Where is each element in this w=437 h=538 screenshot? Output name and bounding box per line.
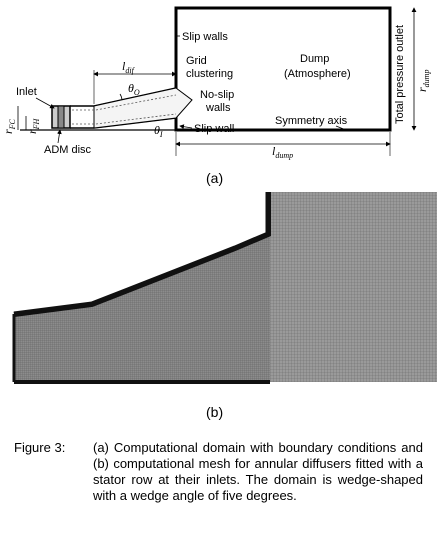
r-dump-label: rdump (415, 70, 431, 92)
r-fc-label: rFC (1, 118, 17, 134)
caption-lead: Figure 3: (14, 440, 66, 455)
theta-i-label: θI (154, 123, 163, 139)
label-slip-wall: Slip wall (194, 123, 234, 135)
l-dif-label: ldif (122, 59, 136, 75)
label-symmetry-axis: Symmetry axis (275, 115, 348, 127)
mesh-image (0, 192, 437, 384)
grid-clustering-dashes (72, 94, 177, 125)
caption-text: (a) Computational domain with boundary c… (93, 440, 423, 503)
theta-o-label: θO (128, 81, 140, 97)
mesh-wall-redraw (13, 192, 271, 317)
label-clustering: clustering (186, 68, 233, 80)
mesh-white-above (0, 192, 268, 312)
mesh-diffuser-region (14, 232, 270, 384)
label-walls: walls (205, 102, 231, 114)
domain-schematic: ldif θO θI rFC rFH Inlet ADM disc Slip w… (1, 6, 431, 160)
panel-b-label: (b) (206, 404, 224, 420)
panel-a-label: (a) (206, 170, 224, 186)
label-outlet: Total pressure outlet (394, 25, 406, 124)
l-dump-label: ldump (272, 144, 293, 160)
label-atmosphere: (Atmosphere) (284, 68, 351, 80)
r-fh-label: rFH (25, 117, 41, 134)
label-slip-walls: Slip walls (182, 31, 228, 43)
label-no-slip: No-slip (200, 89, 234, 101)
mesh-dump-region (270, 192, 437, 382)
label-adm-disc: ADM disc (44, 144, 92, 156)
label-grid: Grid (186, 55, 207, 67)
label-inlet: Inlet (16, 86, 37, 98)
label-dump: Dump (300, 53, 329, 65)
adm-disc-shape (57, 105, 65, 129)
